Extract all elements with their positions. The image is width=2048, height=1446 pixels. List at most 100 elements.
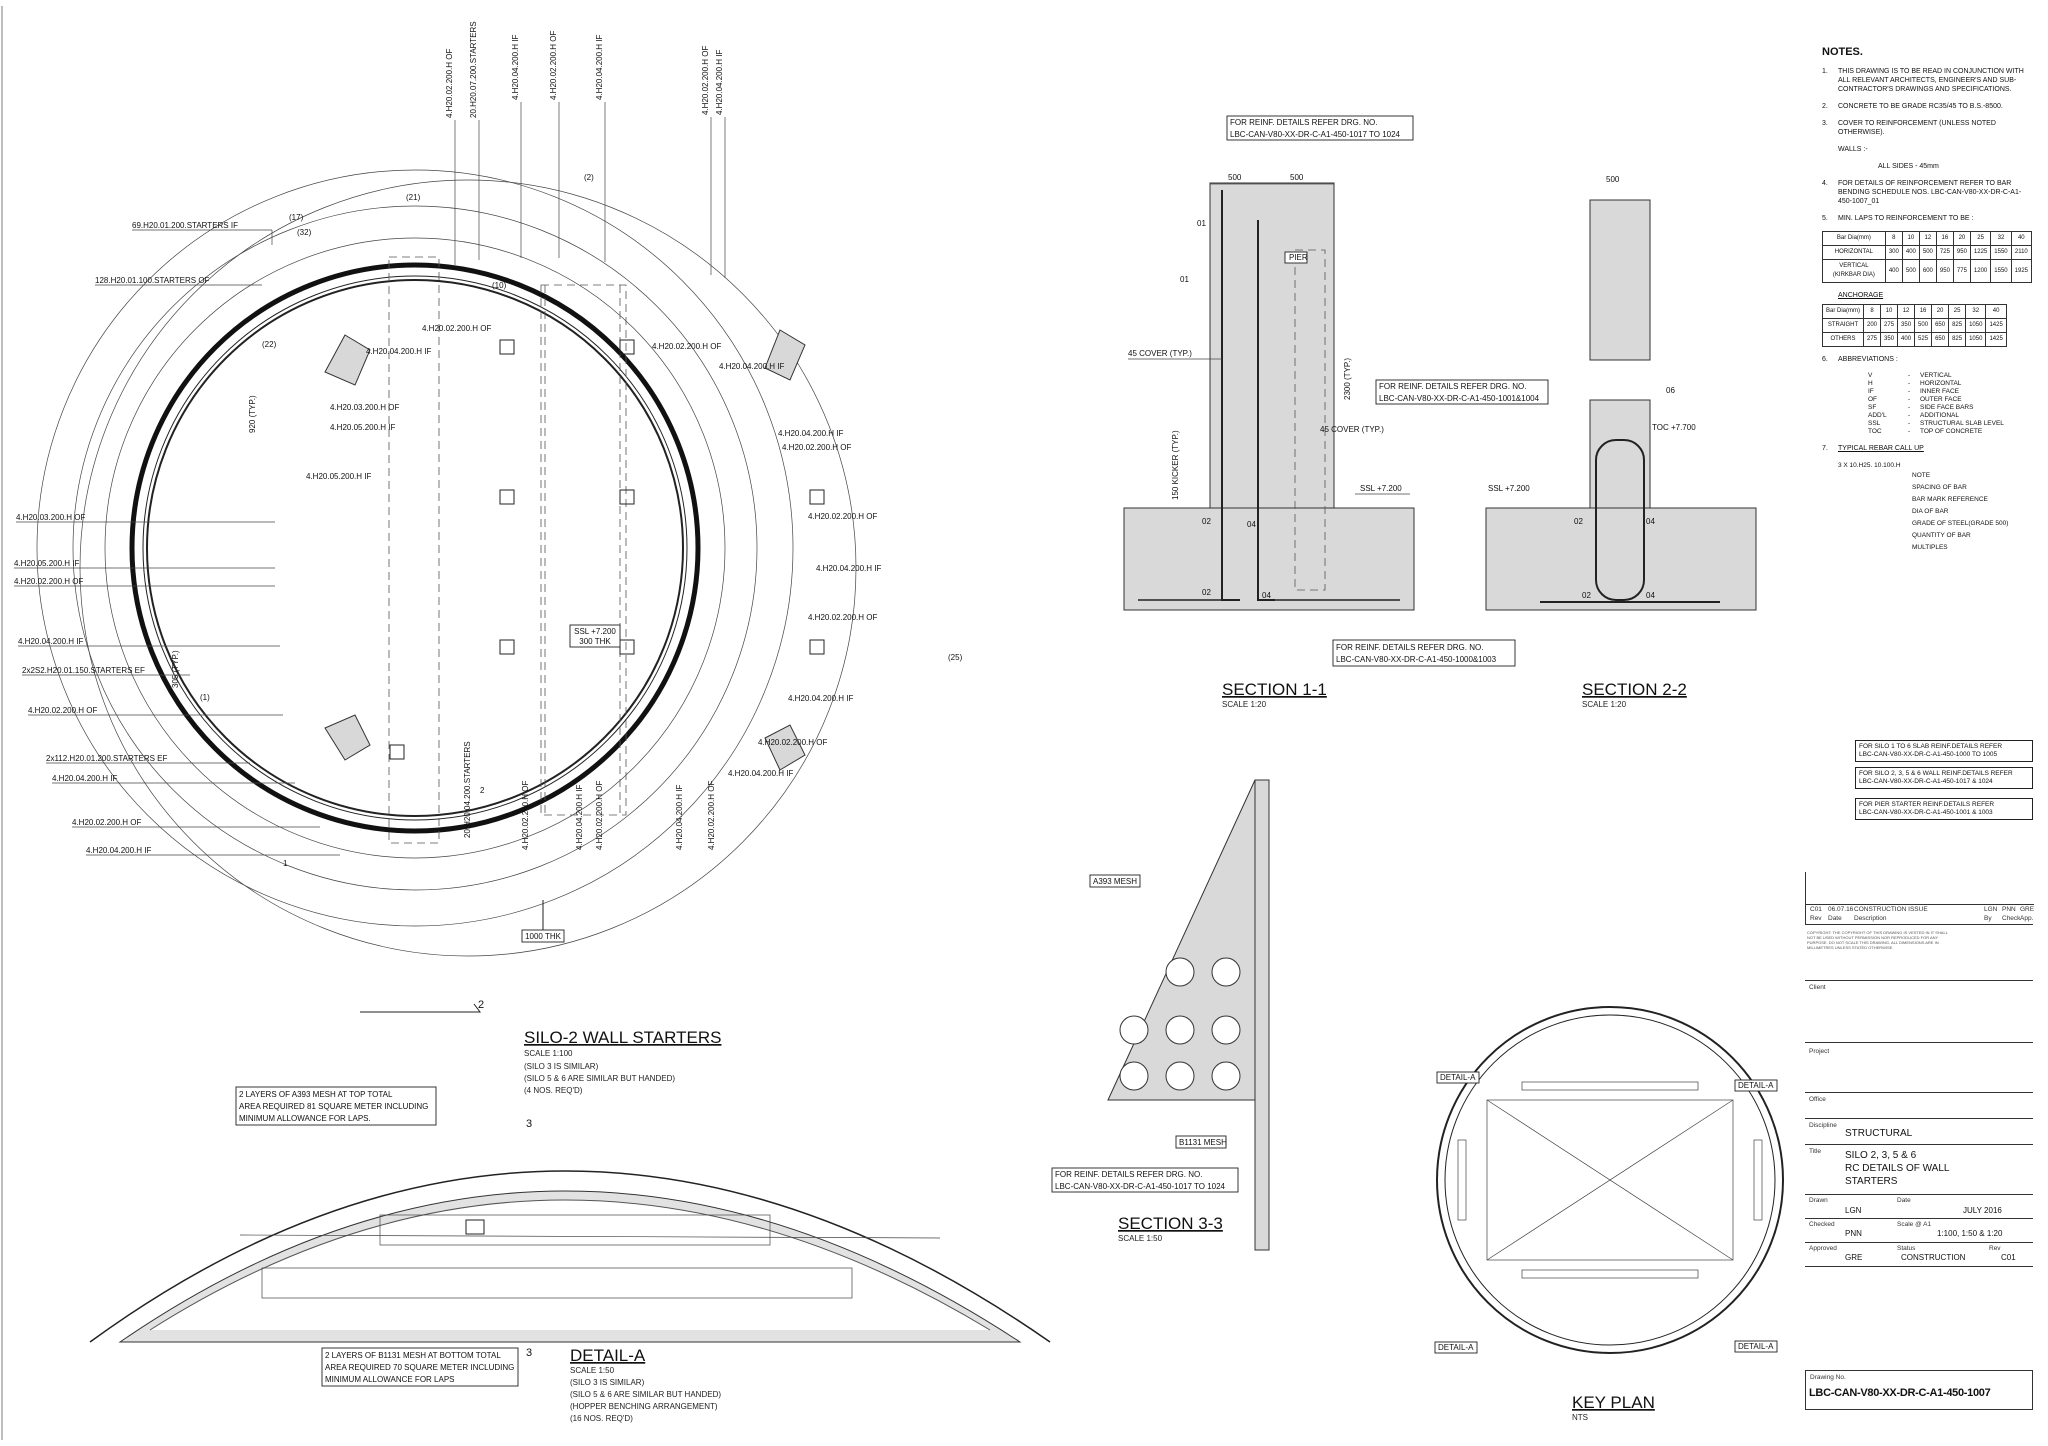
abbreviation-cell: V [1868,372,1873,379]
note-text: THIS DRAWING IS TO BE READ IN CONJUNCTIO… [1838,68,2024,93]
drawn-value: LGN [1845,1206,1862,1215]
callout: 4.H20.04.200.H IF [675,785,684,850]
callout: 4.H20.02.200.H OF [758,738,827,747]
column-marker [499,339,515,355]
project-label: Project [1809,1048,1830,1055]
callout: 20.H20.04.200.STARTERS [463,741,472,838]
toc-label: TOC +7.700 [1652,423,1696,432]
center-label-box [569,624,621,648]
column-marker [499,639,515,655]
rev-head: App. [2020,915,2034,922]
callout: 4.H20.02.200.H OF [808,613,877,622]
rev-head: Check [2002,915,2021,922]
note-item: 5.MIN. LAPS TO REINFORCEMENT TO BE : [1822,214,2032,223]
dim-line [239,1234,941,1239]
callout: 69.H20.01.200.STARTERS IF [132,221,238,230]
table-cell: 950 [1952,245,1971,260]
ref-line: FOR PIER STARTER REINF.DETAILS REFER [1859,801,1995,808]
callout: 4.H20.04.200.H IF [778,429,843,438]
callout: 2x112.H20.01.200.STARTERS EF [46,754,168,763]
office-label: Office [1809,1096,1826,1103]
section-marker-2 [360,1003,481,1013]
ref-line: LBC-CAN-V80-XX-DR-C-A1-450-1017 & 1024 [1859,778,1993,785]
note-item: 6.ABBREVIATIONS : [1822,355,2032,364]
detail-note: (SILO 3 IS SIMILAR) [570,1378,645,1387]
dim-label: (2) [584,173,594,182]
ref-text: LBC-CAN-V80-XX-DR-C-A1-450-1000&1003 [1336,655,1497,664]
column-marker [809,639,825,655]
detail-a-tag-label: DETAIL-A [1738,1342,1774,1351]
callout: 4.H20.04.200.H IF [595,35,604,100]
section-2-2: 500 06 TOC +7.700 SSL +7.200 02 04 02 04… [1485,175,1757,709]
table-cell: 275 [1862,332,1882,347]
callout: 4.H20.02.200.H OF [782,443,851,452]
note-line: 2 LAYERS OF A393 MESH AT TOP TOTAL [239,1090,393,1099]
callup-item: MULTIPLES [1912,544,1948,551]
note-number: 7. [1822,445,1828,452]
ref-line: LBC-CAN-V80-XX-DR-C-A1-450-1000 TO 1005 [1859,751,1998,758]
bar-mark: 04 [1247,520,1256,529]
callout: 4.H20.05.200.H IF [306,472,371,481]
table-cell: 12 [1897,304,1916,319]
note-number [1822,145,1838,154]
title-line-1: SILO 2, 3, 5 & 6 [1845,1150,1917,1161]
ref-box-slab: FOR SILO 1 TO 6 SLAB REINF.DETAILS REFER… [1855,740,2033,762]
keyplan-diagonal [1486,1099,1734,1261]
note-item: 4.FOR DETAILS OF REINFORCEMENT REFER TO … [1822,179,2032,206]
callout: 20.H20.07.200.STARTERS [469,21,478,118]
note-text: COVER TO REINFORCEMENT (UNLESS NOTED OTH… [1838,120,1996,136]
section-scale: SCALE 1:20 [1222,700,1267,709]
bar-mark: 06 [1666,386,1675,395]
plan-note-2: (SILO 5 & 6 ARE SIMILAR BUT HANDED) [524,1074,675,1083]
dim-label: 920 (TYP.) [248,395,257,433]
table-cell: 32 [1965,304,1987,319]
bench-rect [379,1214,771,1246]
table-cell: 25 [1948,304,1967,319]
void [1119,1015,1149,1045]
abbreviation-cell: ADD'L [1868,412,1887,419]
keyplan-circle-outer [1436,1006,1784,1354]
void [1119,1061,1149,1091]
drawing-number-label: Drawing No. [1810,1374,1846,1381]
bar-mark: 02 [1574,517,1583,526]
note-line: MINIMUM ALLOWANCE FOR LAPS. [239,1114,371,1123]
callout: 2x2S2.H20.01.150.STARTERS EF [22,666,145,675]
column-marker [619,639,635,655]
table-cell: 775 [1952,259,1971,283]
detail-title: DETAIL-A [570,1346,646,1365]
callout: 128.H20.01.100.STARTERS OF [95,276,210,285]
mesh-tag [1175,1135,1227,1149]
table-cell: 275 [1880,318,1899,333]
table-cell: 1050 [1965,332,1987,347]
keyplan-inner-square [1486,1099,1734,1261]
ssl-label: SSL +7.200 [1488,484,1530,493]
note-line: 2 LAYERS OF B1131 MESH AT BOTTOM TOTAL [325,1351,501,1360]
table-cell: HORIZONTAL [1822,245,1886,260]
abbreviation-cell: H [1868,380,1873,387]
note-text: TYPICAL REBAR CALL UP [1838,445,1924,452]
callout: 4.H20.04.200.H IF [728,769,793,778]
callout: 4.H20.04.200.H IF [52,774,117,783]
abbreviation-cell: STRUCTURAL SLAB LEVEL [1920,420,2004,427]
title-label: Title [1809,1148,1822,1155]
callout: 4.H20.03.200.H OF [16,513,85,522]
keyplan-bench [1521,1081,1699,1091]
table-cell: 825 [1948,332,1967,347]
note-number: 3. [1822,120,1828,127]
detail-a-tag [1734,1079,1778,1092]
dim-label: (1) [200,693,210,702]
callout: 4.H20.05.200.H IF [14,559,79,568]
drawn-label: Drawn [1809,1197,1828,1204]
abbreviation-cell: SSL [1868,420,1881,427]
rev-date: 06.07.16 [1828,906,1854,913]
scale-value: 1:100, 1:50 & 1:20 [1937,1229,2003,1238]
abbreviation-cell: - [1908,428,1911,435]
note-number: 5. [1822,215,1828,222]
dim: 500 [1290,173,1304,182]
note-item: ALL SIDES - 45mm [1822,162,2032,171]
bar-mark: 04 [1262,591,1271,600]
ref-line: LBC-CAN-V80-XX-DR-C-A1-450-1001 & 1003 [1859,809,1993,816]
